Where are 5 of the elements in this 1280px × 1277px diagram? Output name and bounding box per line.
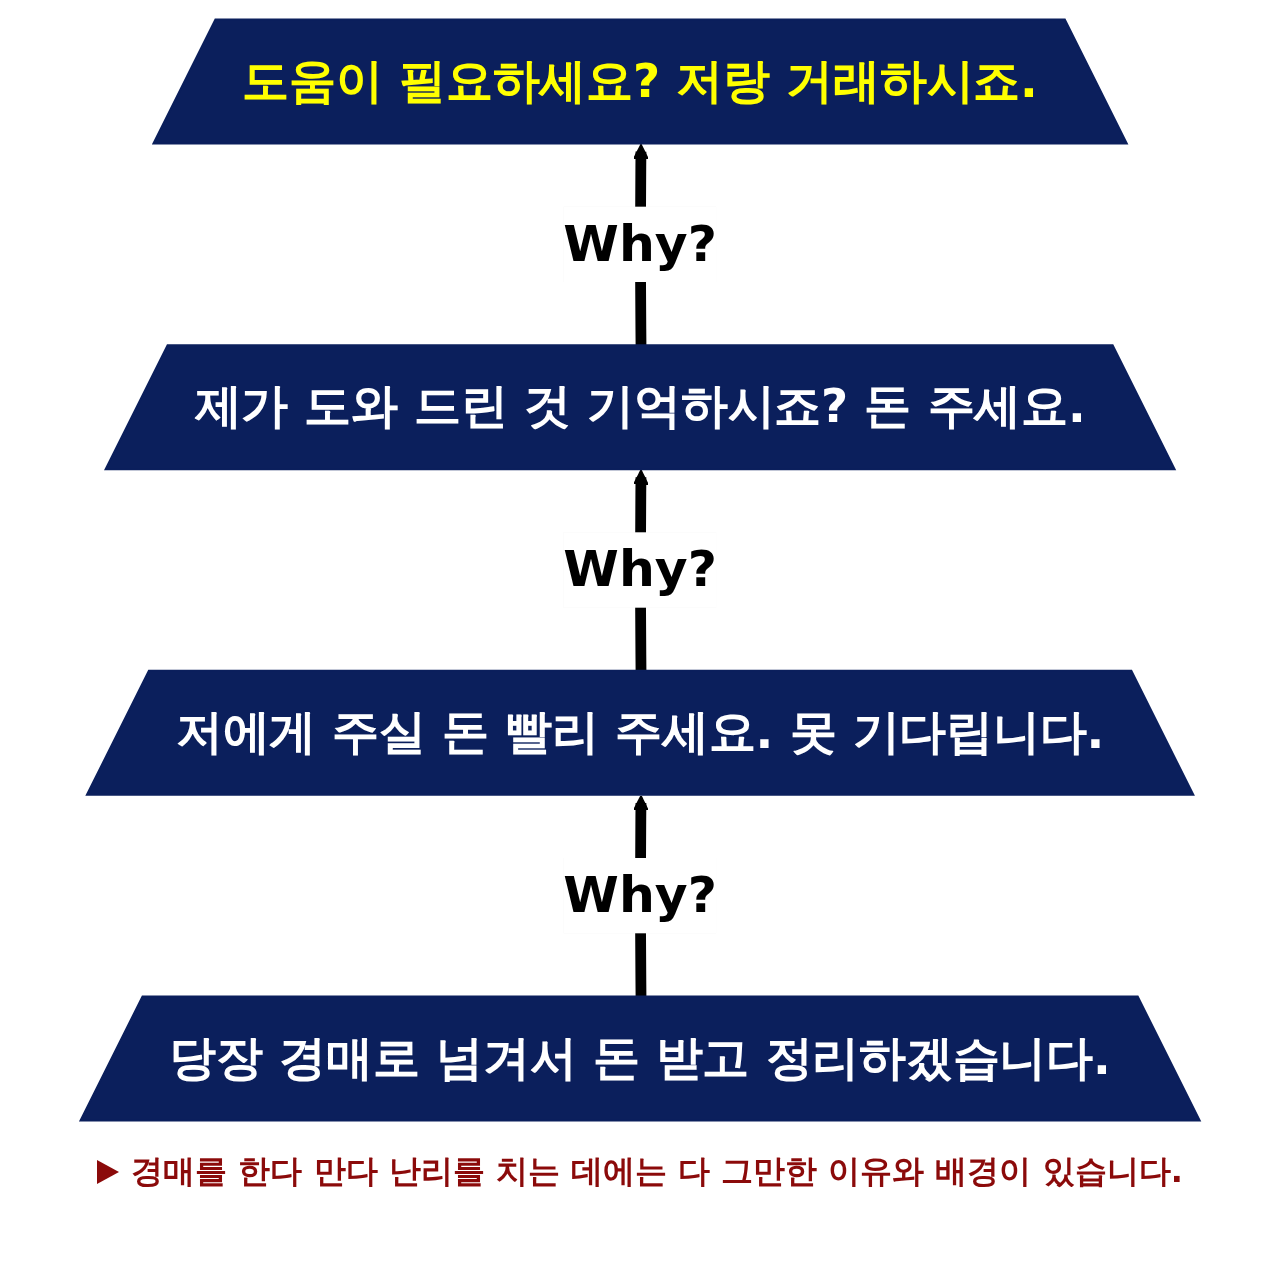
flowchart: 도움이 필요하세요? 저랑 거래하시죠. Why? 제가 도와 드린 것 기억하시죠? 돈 주세요. Why? 저에게 주실 돈 빨리 주세요. 못 기다립니다. Why? 당장 경매로 넘겨서 돈 받고 정리하겠습니다. — [65, 5, 1215, 1135]
edge-label: Why? — [563, 865, 717, 925]
edge-label: Why? — [563, 539, 717, 599]
caption: 경매를 한다 만다 난리를 치는 데에는 다 그만한 이유와 배경이 있습니다. — [131, 1151, 1183, 1192]
edge-label: Why? — [563, 213, 717, 274]
